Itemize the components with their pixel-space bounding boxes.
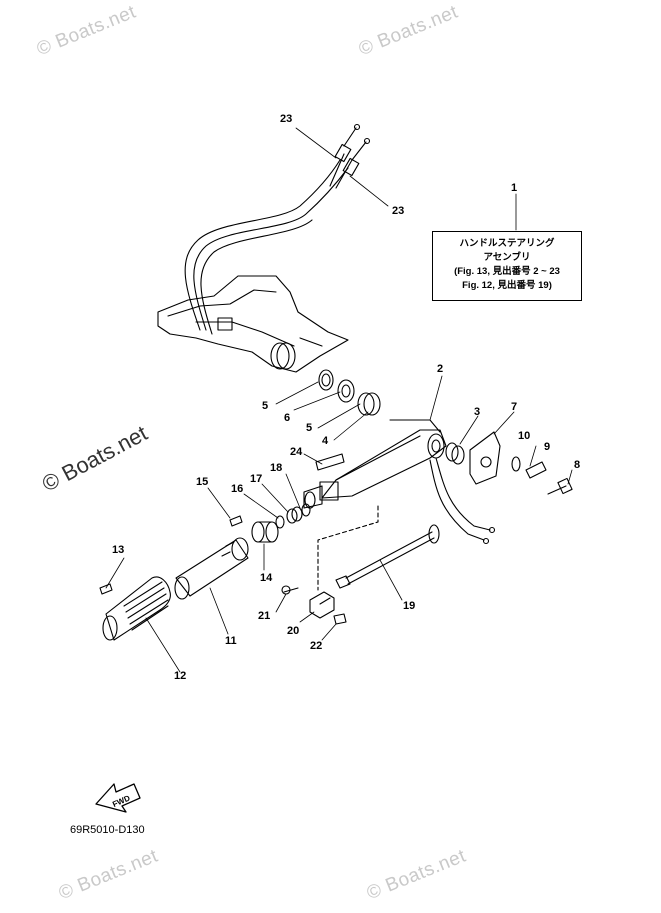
- housing-outline: [157, 275, 349, 373]
- label-24: [315, 453, 345, 471]
- callout-21: 21: [258, 610, 271, 622]
- nut-18: [301, 503, 311, 517]
- callout-19: 19: [403, 600, 416, 612]
- callout-20: 20: [287, 625, 300, 637]
- washer-6: [337, 379, 355, 403]
- title-line-3: (Fig. 13, 見出番号 2 ~ 23: [454, 266, 560, 277]
- callout-1: 1: [511, 182, 518, 194]
- housing-grommet: [270, 342, 290, 370]
- collar-14: [251, 521, 265, 543]
- cam-20: [309, 591, 335, 619]
- nut-22: [333, 613, 347, 625]
- callout-9: 9: [544, 441, 551, 453]
- washer-10: [511, 456, 521, 472]
- bolt-9: [525, 461, 547, 479]
- washer-5a: [318, 369, 334, 391]
- callout-2: 2: [437, 363, 444, 375]
- fwd-arrow: [95, 783, 141, 813]
- collar-3: [445, 442, 459, 462]
- throttle-cables: [184, 123, 371, 335]
- callout-17: 17: [250, 473, 263, 485]
- title-line-1: ハンドルステアリング: [459, 238, 555, 249]
- callout-23-top: 23: [280, 113, 293, 125]
- callout-11: 11: [225, 635, 237, 647]
- assembly-title-box: ハンドルステアリング アセンブリ (Fig. 13, 見出番号 2 ~ 23 F…: [432, 231, 582, 301]
- callout-3: 3: [474, 406, 481, 418]
- bush-4: [357, 392, 375, 416]
- callout-5b: 5: [306, 422, 313, 434]
- callout-18: 18: [270, 462, 283, 474]
- callout-16: 16: [231, 483, 244, 495]
- spring-17: [286, 508, 298, 524]
- callout-5a: 5: [262, 400, 269, 412]
- title-line-2: アセンブリ: [483, 252, 531, 263]
- screw-15: [229, 515, 243, 527]
- bolt-8: [547, 485, 567, 495]
- steering-arm: [303, 419, 447, 509]
- throttle-tube-11: [174, 537, 249, 600]
- callout-15: 15: [196, 476, 209, 488]
- bracket-7: [469, 431, 501, 485]
- callout-7: 7: [511, 401, 518, 413]
- callout-8: 8: [574, 459, 581, 471]
- callout-22: 22: [310, 640, 323, 652]
- diagram-code: 69R5010-D130: [70, 824, 145, 836]
- washer-16: [275, 515, 285, 529]
- shift-rod-19: [335, 524, 440, 589]
- callout-12: 12: [174, 670, 187, 682]
- screw-13: [99, 583, 113, 595]
- title-line-4: Fig. 12, 見出番号 19): [462, 280, 552, 291]
- callout-14: 14: [260, 572, 273, 584]
- fwd-label: FWD: [111, 793, 132, 809]
- grip-12: [102, 576, 171, 641]
- callout-23-right: 23: [392, 205, 405, 217]
- callout-10: 10: [518, 430, 531, 442]
- screw-21: [283, 587, 299, 593]
- callout-6: 6: [284, 412, 291, 424]
- callout-24: 24: [290, 446, 303, 458]
- callout-4: 4: [322, 435, 329, 447]
- callout-13: 13: [112, 544, 125, 556]
